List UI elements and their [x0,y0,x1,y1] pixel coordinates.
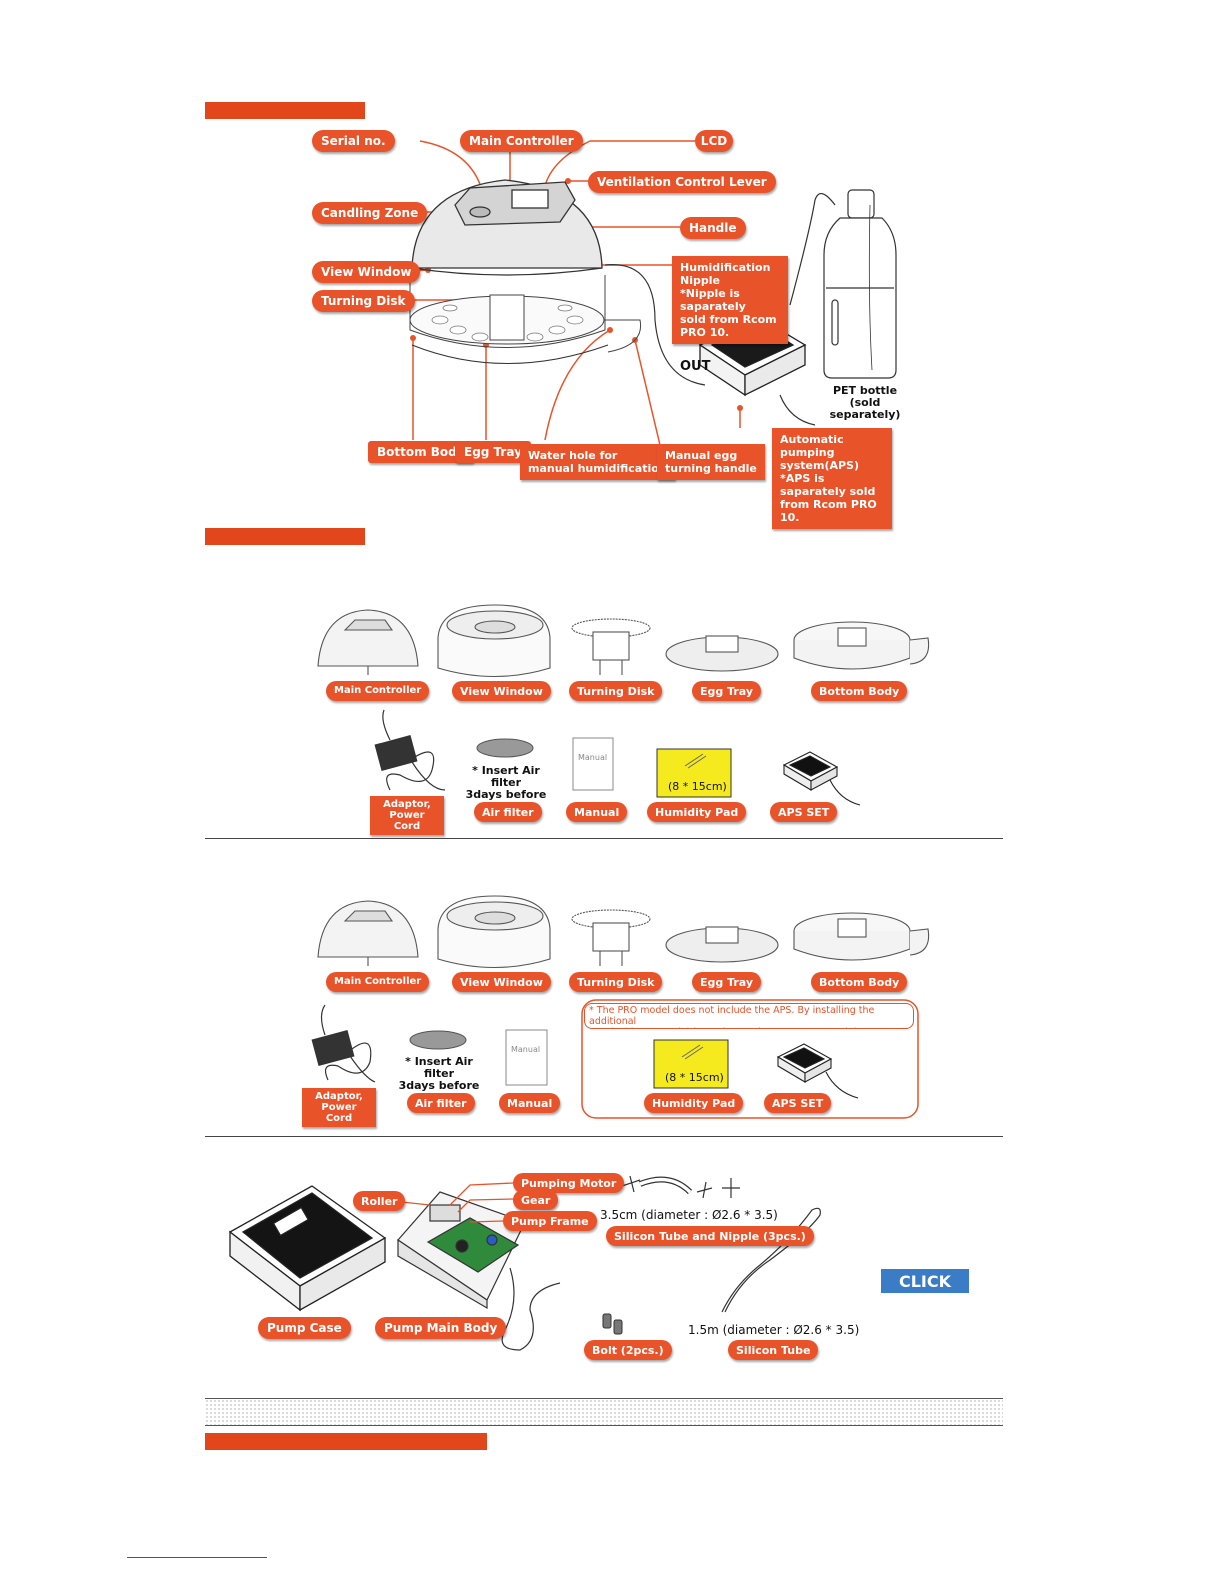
label-candling-zone: Candling Zone [312,202,428,224]
section-bar-3 [205,1433,487,1450]
divider-1 [205,838,1003,839]
footer-link-line [127,1557,267,1558]
label-egg-tray: Egg Tray [455,441,531,463]
label-pet-bottle: PET bottle (sold separately) [829,384,901,421]
kit-plus-adaptor-label: Adaptor, Power Cord [370,796,444,835]
label-aps: Automatic pumping system(APS) *APS is sa… [772,428,892,529]
label-main-controller: Main Controller [460,130,583,152]
kit-pro-part-bottom-body: Bottom Body [811,972,908,992]
kit-plus-parts-figure: Manual (8 * 15cm) [317,604,930,806]
kit-pro-note: * The PRO model does not include the APS… [584,1003,914,1029]
label-view-window: View Window [312,261,421,283]
label-pumping-motor: Pumping Motor [513,1173,625,1193]
click-button[interactable]: CLICK [881,1269,969,1293]
svg-text:(8 * 15cm): (8 * 15cm) [668,780,727,793]
kit-pro-air-filter-label: Air filter [407,1093,475,1113]
label-ventilation: Ventilation Control Lever [588,171,776,193]
incubator-diagram: OUT IN [390,140,897,446]
kit-plus-part-main-controller: Main Controller [326,681,430,701]
label-bottom-body: Bottom Body [368,441,474,463]
dotted-separator [205,1398,1003,1426]
label-pump-frame: Pump Frame [503,1211,597,1231]
svg-text:OUT: OUT [680,359,711,374]
label-humidification-nipple: Humidification Nipple *Nipple is saparat… [672,256,788,344]
svg-text:Manual: Manual [578,753,607,762]
short-tube-size: 3.5cm (diameter : Ø2.6 * 3.5) [600,1208,778,1222]
divider-2 [205,1136,1003,1137]
long-tube-size: 1.5m (diameter : Ø2.6 * 3.5) [688,1323,860,1337]
kit-pro-part-egg-tray: Egg Tray [692,972,762,992]
kit-plus-part-bottom-body: Bottom Body [811,681,908,701]
section-bar-1 [205,102,365,119]
label-lcd: LCD [695,130,733,152]
kit-pro-humidity-pad-label: Humidity Pad [644,1093,744,1113]
label-serial-no: Serial no. [312,130,395,152]
kit-pro-manual-label: Manual [499,1093,561,1113]
kit-plus-manual-label: Manual [566,802,628,822]
svg-text:Manual: Manual [511,1045,540,1054]
kit-pro-part-main-controller: Main Controller [326,972,430,992]
label-silicon-tube-nipple: Silicon Tube and Nipple (3pcs.) [606,1226,814,1246]
kit-pro-parts-figure: Manual (8 * 15cm) [311,895,930,1119]
kit-pro-part-view-window: View Window [452,972,551,992]
label-handle: Handle [680,217,746,239]
kit-plus-air-filter-label: Air filter [474,802,542,822]
kit-plus-part-egg-tray: Egg Tray [692,681,762,701]
label-water-hole: Water hole for manual humidification [520,444,675,480]
label-roller: Roller [353,1191,406,1211]
label-manual-turning: Manual egg turning handle [657,444,765,480]
kit-plus-part-view-window: View Window [452,681,551,701]
label-gear: Gear [513,1190,559,1210]
label-bolt: Bolt (2pcs.) [584,1340,672,1360]
kit-pro-adaptor-label: Adaptor, Power Cord [302,1088,376,1127]
label-pump-main-body: Pump Main Body [375,1317,507,1339]
kit-pro-aps-set-label: APS SET [764,1093,832,1113]
svg-text:(8 * 15cm): (8 * 15cm) [665,1071,724,1084]
kit-pro-part-turning-disk: Turning Disk [569,972,663,992]
label-turning-disk: Turning Disk [312,290,415,312]
label-silicon-tube: Silicon Tube [728,1340,819,1360]
pump-parts-figure [228,1175,821,1351]
label-pump-case: Pump Case [258,1317,351,1339]
section-bar-2 [205,528,365,545]
kit-plus-part-turning-disk: Turning Disk [569,681,663,701]
kit-plus-aps-set-label: APS SET [770,802,838,822]
kit-plus-humidity-pad-label: Humidity Pad [647,802,747,822]
